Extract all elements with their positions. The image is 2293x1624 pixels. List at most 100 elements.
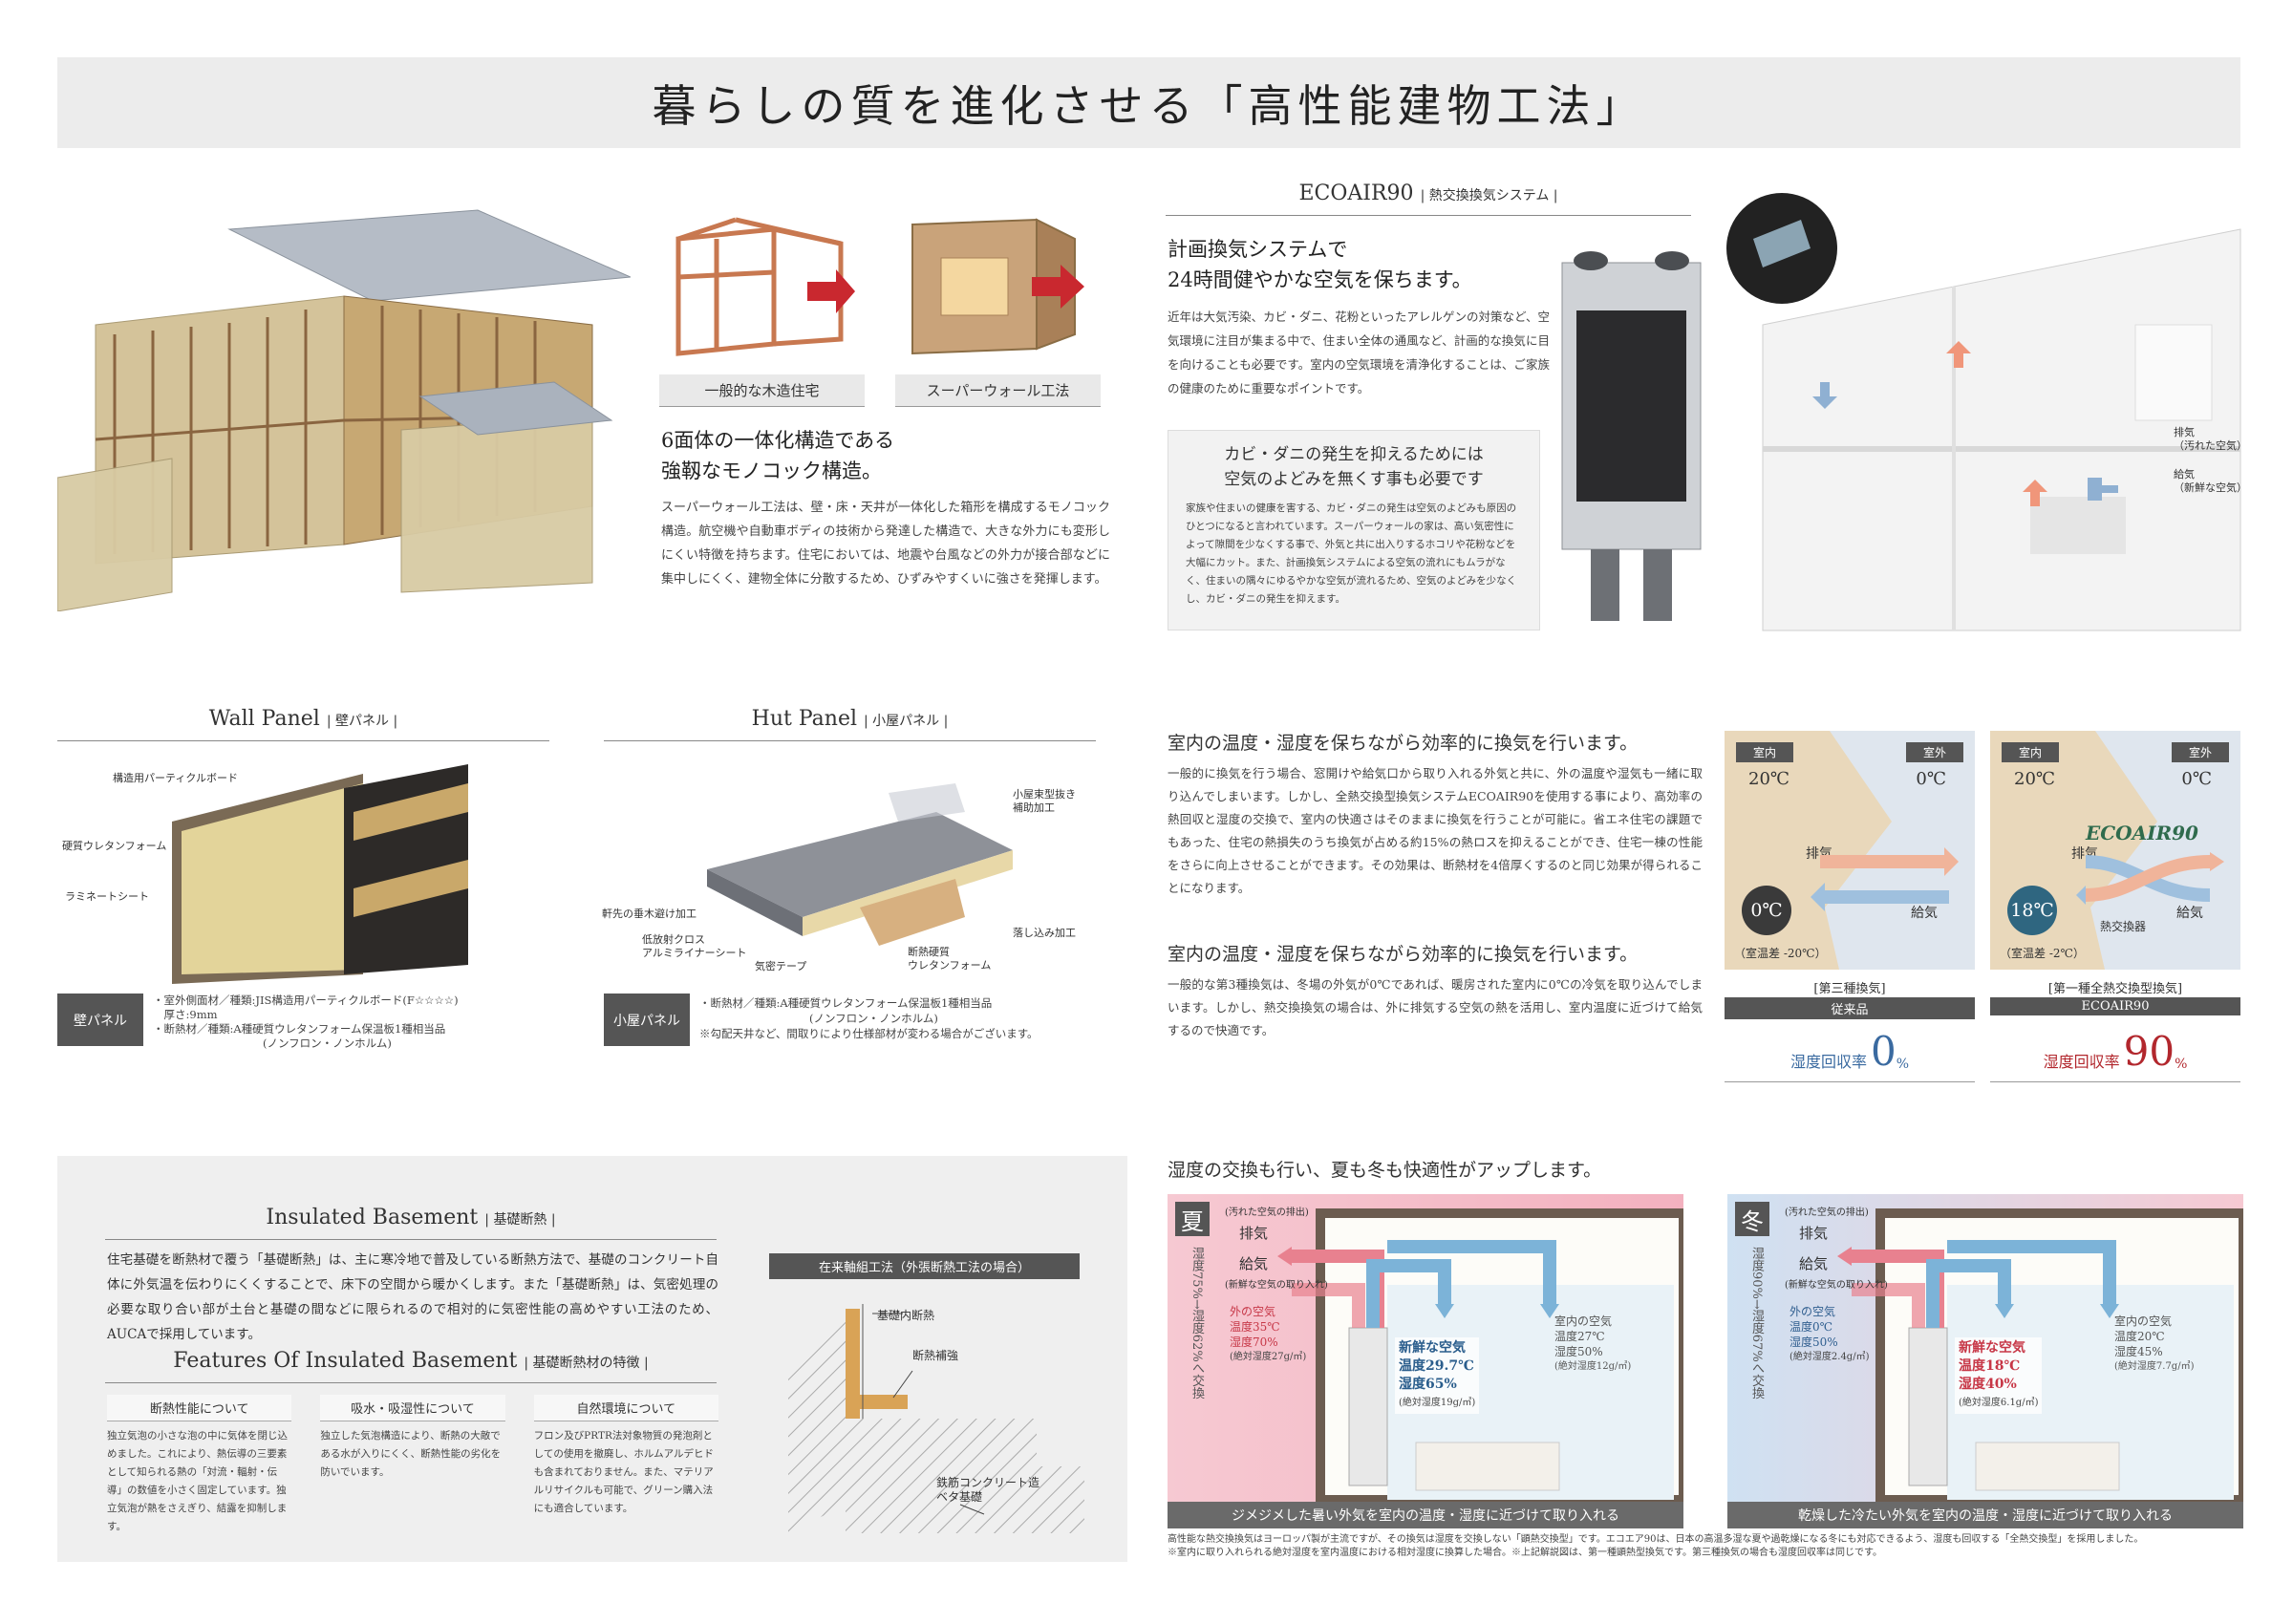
feature-title: 自然環境について [533, 1395, 718, 1421]
summer-panel: 夏 湿度75%→湿度62%へ交換 (汚れた空気の排出) 排気 給気 (新鮮な空気… [1168, 1194, 1683, 1528]
summer-room-line: 温度27℃ [1554, 1330, 1605, 1343]
compare-panel: 室内 室外 20℃ 0℃ 排気 給気 0℃ （室温差 -20℃） [1725, 731, 1975, 970]
compare-outdoor-label: 室外 [1906, 742, 1963, 762]
house-label-supply-text: 給気 [2174, 468, 2195, 481]
hut-label-eaves: 軒先の垂木避け加工 [602, 908, 696, 920]
winter-room-air: 室内の空気 温度20℃ 湿度45% (絶対湿度7.7g/㎥) [2114, 1314, 2194, 1375]
hut-label-text: ウレタンフォーム [908, 959, 992, 972]
compare-indoor-label: 室内 [1736, 742, 1793, 762]
hut-spec-line: ※勾配天井など、間取りにより仕様部材が変わる場合がございます。 [699, 1027, 1039, 1040]
wall-panel-title: Wall Panel [208, 707, 320, 731]
basement-label-text: 鉄筋コンクリート造 [936, 1476, 1040, 1489]
compare-indoor-temp: 20℃ [2014, 769, 2056, 789]
hut-label-text: 小屋束型抜き [1013, 788, 1076, 801]
structure-heading-2: 強靱なモノコック構造。 [661, 459, 882, 482]
hut-spec-label: 小屋パネル [604, 994, 690, 1046]
compare-rate-label: 湿度回収率 [1789, 1053, 1867, 1071]
summer-dirty-note: (汚れた空気の排出) [1225, 1207, 1309, 1218]
mold-box-body: 家族や住まいの健康を害する、カビ・ダニの発生は空気のよどみも原因のひとつになると… [1186, 502, 1517, 605]
summer-room-line: (絶対湿度12g/㎥) [1554, 1361, 1632, 1372]
caption-conventional: 一般的な木造住宅 [659, 374, 865, 407]
features-list: 断熱性能について 独立気泡の小さな泡の中に気体を閉じ込めました。これにより、熱伝… [107, 1395, 718, 1536]
wall-panel-header: Wall Panel | 壁パネル | [57, 707, 549, 741]
summer-fresh-line: (絶対湿度19g/㎥) [1399, 1398, 1476, 1408]
hut-label-cloth: 低放射クロス アルミライナーシート [642, 933, 746, 960]
winter-room-line: 湿度45% [2114, 1345, 2163, 1358]
basement-label-reinforce: 断熱補強 [912, 1349, 959, 1362]
wall-spec-line: (ノンフロン・ノンホルム) [153, 1036, 392, 1050]
hut-panel-sub: 小屋パネル [872, 714, 940, 729]
basement-diagram [788, 1304, 1084, 1533]
ecoair-header: ECOAIR90 | 熱交換換気システム | [1166, 182, 1691, 216]
ecoair-header-title: ECOAIR90 [1298, 182, 1414, 205]
compare-product-name: ECOAIR90 [1990, 997, 2240, 1015]
ecoair-heading-1: 計画換気システムで [1168, 238, 1348, 261]
hut-panel-illustration [707, 783, 1013, 946]
humidity-heading: 湿度の交換も行い、夏も冬も快適性がアップします。 [1168, 1160, 1602, 1181]
compare-supply-label: 給気 [2176, 906, 2203, 921]
efficiency-body-1: 一般的に換気を行う場合、窓開けや給気口から取り入れる外気と共に、外の温度や湿気も… [1168, 766, 1703, 895]
basement-diagram-title: 在来軸組工法（外張断熱工法の場合） [769, 1253, 1080, 1279]
compare-supply-temp-circle: 18℃ [2007, 886, 2057, 935]
compare-panel: 室内 室外 20℃ 0℃ ECOAIR90 排気 給気 18℃ （室温差 -2℃… [1990, 731, 2240, 970]
wall-panel-illustration [172, 764, 468, 984]
compare-indoor-temp: 20℃ [1748, 769, 1790, 789]
hut-label-text: 低放射クロス [642, 933, 705, 946]
summer-outside-line: 温度35℃ [1230, 1320, 1280, 1334]
winter-banner: 乾燥した冷たい外気を室内の温度・湿度に近づけて取り入れる [1727, 1502, 2243, 1528]
winter-outside-line: (絶対湿度2.4g/㎥) [1789, 1352, 1870, 1362]
hut-spec-line: ・断熱材／種類:A種硬質ウレタンフォーム保温板1種相当品 [699, 996, 993, 1010]
wall-spec-line: 厚さ:9mm [153, 1008, 218, 1021]
hut-label-tape: 気密テープ [755, 960, 807, 972]
compare-outdoor-temp: 0℃ [1916, 769, 1946, 789]
winter-humidity-exchange: 湿度90%→湿度67%へ交換 [1749, 1247, 1764, 1400]
summer-fresh-air: 新鮮な空気 温度29.7℃ 湿度65% (絶対湿度19g/㎥) [1395, 1337, 1480, 1414]
features-header: Features Of Insulated Basement | 基礎断熱材の特… [105, 1349, 717, 1383]
compare-rate: 湿度回収率 90 % [1990, 1020, 2240, 1082]
mold-box: カビ・ダニの発生を抑えるためには 空気のよどみを無くす事も必要です 家族や住まい… [1168, 430, 1540, 630]
hut-spec: ・断熱材／種類:A種硬質ウレタンフォーム保温板1種相当品 (ノンフロン・ノンホル… [699, 995, 1101, 1041]
superwall-box-illustration [911, 218, 1084, 355]
winter-fresh-air: 新鮮な空気 温度18℃ 湿度40% (絶対湿度6.1g/㎥) [1955, 1337, 2043, 1414]
feature-body: フロン及びPRTR法対象物質の発泡剤としての使用を撤廃し、ホルムアルデヒドも含ま… [533, 1430, 715, 1514]
wall-label-urethane: 硬質ウレタンフォーム [62, 840, 167, 852]
compare-outdoor-temp: 0℃ [2181, 769, 2212, 789]
winter-room-line: (絶対湿度7.7g/㎥) [2114, 1361, 2195, 1372]
summer-fresh-note: (新鮮な空気の取り入れ) [1225, 1280, 1328, 1291]
winter-fresh-note: (新鮮な空気の取り入れ) [1785, 1280, 1888, 1291]
winter-outside-line: 外の空気 [1789, 1305, 1836, 1318]
summer-fresh-line: 湿度65% [1399, 1377, 1457, 1392]
humidity-footnotes: 高性能な熱交換換気はヨーロッパ製が主流ですが、その換気は湿度を交換しない「顕熱交… [1168, 1533, 2238, 1560]
house-label-exhaust-text: 排気 [2174, 426, 2195, 438]
feature-body: 独立した気泡構造により、断熱の大敵である水が入りにくく、断熱性能の劣化を防いでい… [320, 1430, 502, 1478]
winter-outside-line: 湿度50% [1789, 1336, 1838, 1349]
compare-exchanger-label: 熱交換器 [2100, 920, 2147, 933]
house-structure-illustration [57, 209, 631, 611]
caption-superwall: スーパーウォール工法 [895, 374, 1101, 407]
ecoair-heading-2: 24時間健やかな空気を保ちます。 [1168, 268, 1472, 291]
winter-fresh-line: (絶対湿度6.1g/㎥) [1959, 1398, 2039, 1408]
features-title: Features Of Insulated Basement [173, 1349, 518, 1373]
structure-text: 6面体の一体化構造である 強靱なモノコック構造。 スーパーウォール工法は、壁・床… [661, 425, 1110, 591]
ecoair-body: 近年は大気汚染、カビ・ダニ、花粉といったアレルゲンの対策など、空気環境に注目が集… [1168, 310, 1550, 395]
wall-spec-label: 壁パネル [57, 994, 143, 1046]
compare-airflow-arrows [1811, 847, 1959, 911]
efficiency-body-2: 一般的な第3種換気は、冬場の外気が0℃であれば、暖房された室内に0℃の冷気を取り… [1168, 977, 1703, 1037]
compare-indoor-label: 室内 [2002, 742, 2059, 762]
wall-spec: ・室外側面材／種類:JIS構造用パーティクルボード(F☆☆☆☆) 厚さ:9mm … [153, 994, 554, 1051]
hut-spec-line: (ノンフロン・ノンホルム) [699, 1012, 938, 1025]
hut-label-foam: 断熱硬質 ウレタンフォーム [908, 946, 991, 972]
summer-exhaust-label: 排気 [1239, 1225, 1269, 1242]
feature-item: 吸水・吸湿性について 独立した気泡構造により、断熱の大敵である水が入りにくく、断… [320, 1395, 505, 1536]
hut-panel-title: Hut Panel [751, 707, 857, 731]
mold-box-heading-1: カビ・ダニの発生を抑えるためには [1224, 445, 1484, 464]
compare-product-name: 従来品 [1725, 997, 1975, 1019]
summer-room-air: 室内の空気 温度27℃ 湿度50% (絶対湿度12g/㎥) [1554, 1314, 1631, 1375]
winter-fresh-line: 温度18℃ [1959, 1358, 2021, 1374]
hut-label-text: 断熱硬質 [908, 946, 950, 958]
page-title: 暮らしの質を進化させる「高性能建物工法」 [57, 57, 2240, 148]
summer-fresh-line: 新鮮な空気 [1399, 1340, 1466, 1356]
compare-rate-unit: % [2175, 1057, 2188, 1072]
features-sub: 基礎断熱材の特徴 [532, 1356, 640, 1371]
house-label-supply-sub: （新鮮な空気） [2174, 481, 2247, 494]
